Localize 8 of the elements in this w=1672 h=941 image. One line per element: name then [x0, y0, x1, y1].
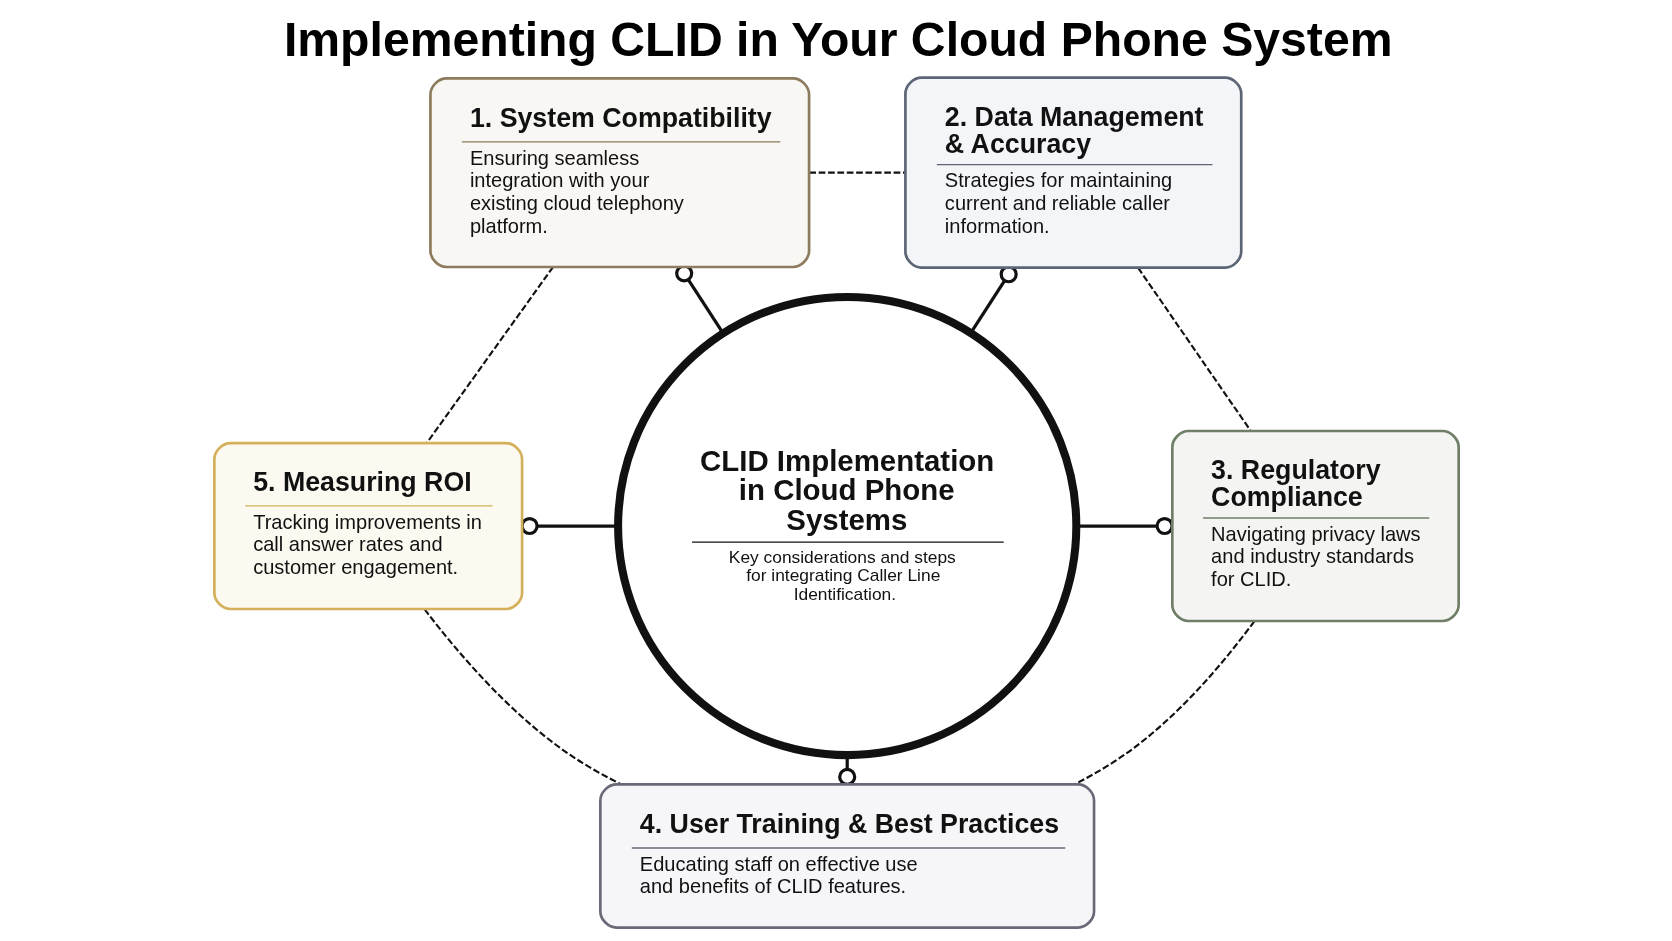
node-circle: CLID Implementation in Cloud Phone Systems Key considerations and steps for integrating Caller Line Identification. — [613, 292, 1080, 760]
node-box: 2. Data Management & Accuracy Strategies for maintaining current and reliable caller information. — [903, 76, 1243, 269]
diagram-title: Implementing CLID in Your Cloud Phone System — [283, 11, 1393, 66]
node-box: 5. Measuring ROI Tracking improvements in call answer rates and customer engagement. — [212, 441, 523, 611]
connector — [1136, 267, 1251, 432]
node-box: 3. Regulatory Compliance Navigating privacy laws and industry standards for CLID. — [1170, 429, 1460, 623]
node-box: 1. System Compatibility Ensuring seamless integration with your existing cloud telephony platform. — [428, 76, 810, 269]
node-box: 4. User Training & Best Practices Educating staff on effective use and benefits of CLID features. — [598, 783, 1095, 929]
